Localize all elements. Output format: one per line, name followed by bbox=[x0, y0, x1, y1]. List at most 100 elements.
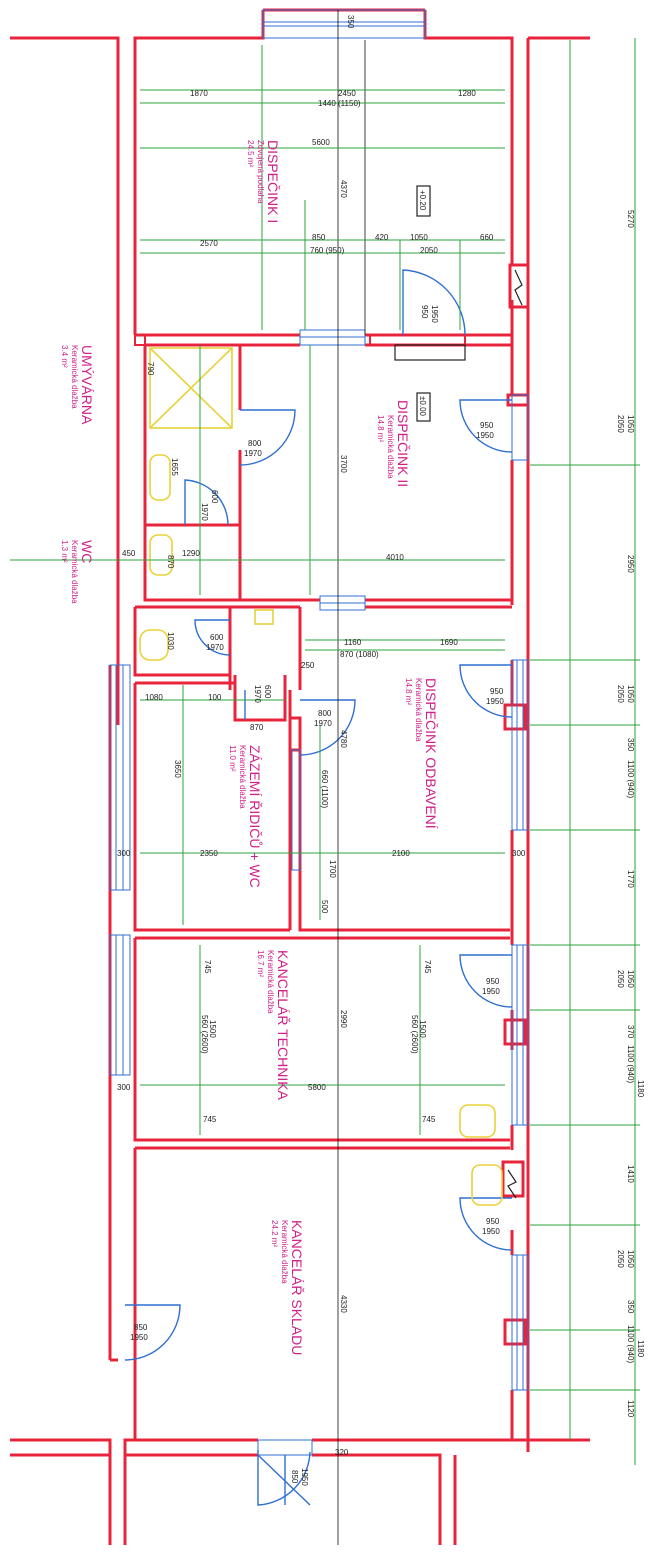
room-name: KANCELÁŘ SKLADU bbox=[289, 1220, 305, 1355]
room-zazemi-ridicu: ZÁZEMÍ ŘIDIČŮ + WC Keramická dlažba 11.0… bbox=[228, 745, 264, 888]
room-area: 24.5 m² bbox=[246, 140, 255, 167]
dim-760: 760 (950) bbox=[310, 246, 345, 255]
dim-2570: 2570 bbox=[200, 239, 218, 248]
dim-1500a: 1500 bbox=[208, 1020, 217, 1038]
dim-1440: 1440 (1150) bbox=[318, 99, 361, 108]
dr-1770: 1770 bbox=[626, 870, 635, 888]
dim-745b: 745 bbox=[423, 960, 432, 974]
dd1950g: 1950 bbox=[300, 1468, 309, 1486]
door-1950b: 1950 bbox=[486, 697, 504, 706]
dr-2950: 2950 bbox=[626, 555, 635, 573]
door-870: 870 bbox=[250, 723, 264, 732]
technical-elements bbox=[394, 185, 523, 1199]
dim-300b: 300 bbox=[512, 849, 526, 858]
w600b: 600 bbox=[210, 490, 219, 504]
dim-3700: 3700 bbox=[339, 455, 348, 473]
dim-660b: 660 (1100) bbox=[320, 770, 329, 808]
room-floor: Keramická dlažba bbox=[414, 678, 423, 742]
sanitary-fixtures bbox=[139, 347, 503, 1206]
room-floor: Keramická dlažba bbox=[70, 345, 79, 409]
dim-2990: 2990 bbox=[339, 1010, 348, 1028]
door-800b: 800 bbox=[318, 709, 332, 718]
dim-1280: 1280 bbox=[458, 89, 476, 98]
dim-1160: 1160 bbox=[344, 638, 362, 647]
w600c: 600 bbox=[263, 685, 272, 699]
room-name: KANCELÁŘ TECHNIKA bbox=[275, 950, 291, 1101]
room-area: 14.8 m² bbox=[376, 415, 385, 442]
room-labels: DISPEČINK I Zdvojená podlaha 24.5 m² DIS… bbox=[60, 140, 439, 1355]
room-dispecink-odbaveni: DISPEČINK ODBAVENÍ Keramická dlažba 14.8… bbox=[404, 678, 439, 829]
dim-420: 420 bbox=[375, 233, 389, 242]
dr-370: 370 bbox=[626, 1025, 635, 1039]
dim-320: 320 bbox=[335, 1448, 349, 1457]
dim-2050: 2050 bbox=[420, 246, 438, 255]
dr-1410: 1410 bbox=[626, 1165, 635, 1183]
dim-300c: 300 bbox=[117, 1083, 131, 1092]
room-floor: Keramická dlažba bbox=[70, 540, 79, 604]
w1970d: 1970 bbox=[253, 685, 262, 703]
vertical-dimension-labels: 4370 3700 4780 2990 4330 3650 660 (1100)… bbox=[146, 15, 645, 1486]
w1030: 1030 bbox=[166, 632, 175, 650]
dr-1050a: 1050 bbox=[626, 415, 635, 433]
dimension-lines bbox=[10, 38, 640, 1465]
top-350: 350 bbox=[346, 15, 355, 29]
windows bbox=[109, 9, 529, 1456]
level-marker-2: ±0.00 bbox=[418, 396, 427, 417]
room-wc: WC Keramická dlažba 1.3 m² bbox=[60, 540, 95, 604]
dim-1870: 1870 bbox=[190, 89, 208, 98]
door-850a: 850 bbox=[134, 1323, 148, 1332]
dim-5600: 5600 bbox=[312, 138, 330, 147]
dr-2050d: 2050 bbox=[616, 1250, 625, 1268]
dim-300a: 300 bbox=[117, 849, 131, 858]
dr-1050b: 1050 bbox=[626, 685, 635, 703]
room-dispecink-2: DISPEČINK II Keramická dlažba 14.8 m² bbox=[376, 400, 411, 487]
level-marker-1: +0.20 bbox=[418, 190, 427, 211]
dim-745d: 745 bbox=[422, 1115, 436, 1124]
door-1970e: 1970 bbox=[244, 449, 262, 458]
dim-4780: 4780 bbox=[339, 730, 348, 748]
dim-3650: 3650 bbox=[173, 760, 182, 778]
door-600a: 600 bbox=[210, 633, 224, 642]
axis-lines bbox=[337, 10, 366, 1545]
dim-450: 450 bbox=[122, 549, 136, 558]
dim-1290: 1290 bbox=[182, 549, 200, 558]
dim-500: 500 bbox=[320, 900, 329, 914]
dr-1180: 1180 bbox=[636, 1080, 645, 1098]
dim-250: 250 bbox=[301, 661, 315, 670]
dim-2450: 2450 bbox=[338, 89, 356, 98]
dr-2050b: 2050 bbox=[616, 685, 625, 703]
room-area: 24.2 m² bbox=[270, 1220, 279, 1247]
dd850b: 850 bbox=[290, 1470, 299, 1484]
door-950a: 950 bbox=[480, 421, 494, 430]
dr-2050c: 2050 bbox=[616, 970, 625, 988]
room-dispecink-1: DISPEČINK I Zdvojená podlaha 24.5 m² bbox=[246, 140, 281, 223]
room-area: 14.8 m² bbox=[404, 678, 413, 705]
room-name: UMÝVÁRNA bbox=[79, 345, 95, 425]
room-name: ZÁZEMÍ ŘIDIČŮ + WC bbox=[247, 745, 264, 888]
dim-1500b: 1500 bbox=[418, 1020, 427, 1038]
room-area: 1.3 m² bbox=[60, 540, 69, 563]
room-floor: Keramická dlažba bbox=[266, 950, 275, 1014]
dim-870: 870 (1080) bbox=[340, 650, 379, 659]
room-kancelar-technika: KANCELÁŘ TECHNIKA Keramická dlažba 16.7 … bbox=[256, 950, 291, 1101]
dim-4330: 4330 bbox=[339, 1295, 348, 1313]
door-800: 800 bbox=[248, 439, 262, 448]
room-floor: Keramická dlažba bbox=[280, 1220, 289, 1284]
room-kancelar-skladu: KANCELÁŘ SKLADU Keramická dlažba 24.2 m² bbox=[270, 1220, 305, 1355]
dim-560a: 560 (2600) bbox=[200, 1015, 209, 1054]
room-area: 16.7 m² bbox=[256, 950, 265, 977]
dim-5800: 5800 bbox=[308, 1083, 326, 1092]
dim-2100: 2100 bbox=[392, 849, 410, 858]
dim-2350: 2350 bbox=[200, 849, 218, 858]
door-1950f: 1950 bbox=[130, 1333, 148, 1342]
room-floor: Keramická dlažba bbox=[238, 745, 247, 809]
dr-1050c: 1050 bbox=[626, 970, 635, 988]
door-1950a: 1950 bbox=[476, 431, 494, 440]
room-name: WC bbox=[79, 540, 95, 563]
dd950e: 950 bbox=[420, 305, 429, 319]
w790: 790 bbox=[146, 362, 155, 376]
dr-5270: 5270 bbox=[626, 210, 635, 228]
dr-1180b: 1180 bbox=[636, 1340, 645, 1358]
door-1950c: 1950 bbox=[482, 987, 500, 996]
